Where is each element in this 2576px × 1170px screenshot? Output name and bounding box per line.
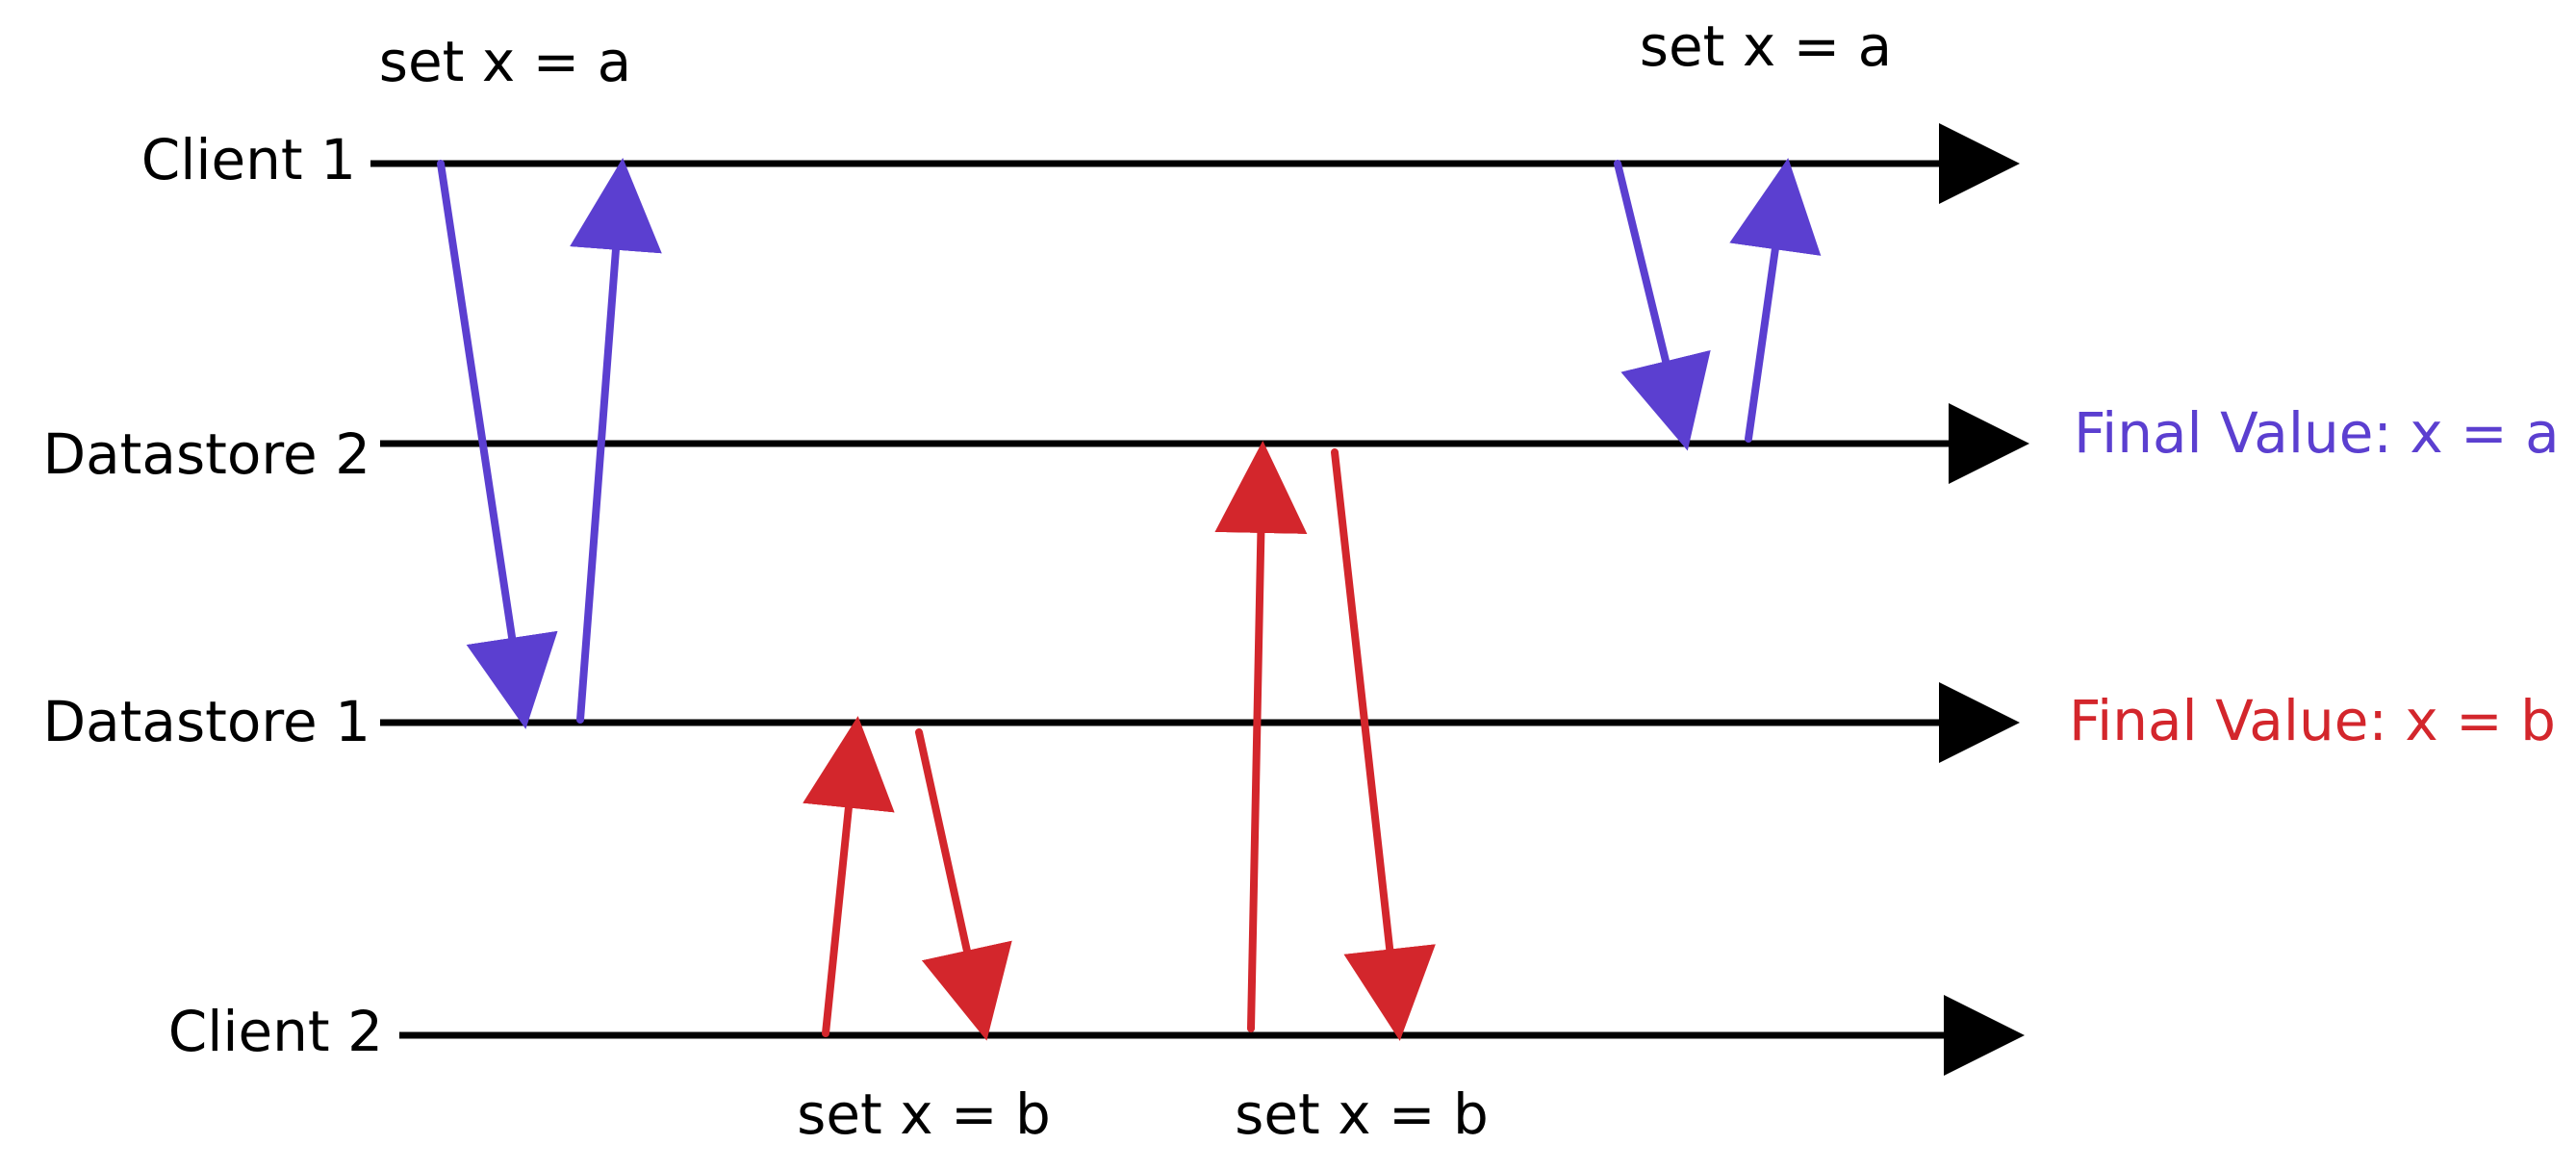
client2-to-datastore1-request-arrow — [803, 716, 895, 1037]
final-value-labels: Final Value: x = a Final Value: x = b — [2069, 400, 2560, 753]
client2-to-datastore2-request-arrow — [1214, 441, 1308, 1032]
datastore2-to-client2-ack-arrow — [1331, 448, 1436, 1041]
client2-operation-1: set x = b — [797, 1081, 1051, 1147]
datastore2-final-value: Final Value: x = a — [2074, 400, 2560, 466]
client1-operation-2: set x = a — [1640, 13, 1892, 79]
datastore1-final-value: Final Value: x = b — [2069, 688, 2556, 753]
datastore2-label: Datastore 2 — [42, 421, 370, 487]
timeline-labels: Client 1 Datastore 2 Datastore 1 Client … — [42, 127, 383, 1064]
client1-to-datastore2-request-arrow — [1614, 160, 1711, 451]
client1-message-arrows — [437, 158, 1822, 729]
client1-to-datastore1-request-arrow — [437, 160, 558, 729]
datastore1-to-client1-ack-arrow — [570, 158, 662, 724]
operation-labels: set x = a set x = a set x = b set x = b — [379, 13, 1892, 1147]
datastore2-to-client1-ack-arrow — [1729, 158, 1822, 443]
client2-operation-2: set x = b — [1235, 1081, 1489, 1147]
client1-label: Client 1 — [141, 127, 356, 192]
datastore1-to-client2-ack-arrow — [915, 728, 1012, 1041]
client2-message-arrows — [803, 441, 1436, 1041]
datastore1-label: Datastore 1 — [42, 689, 370, 754]
client2-label: Client 2 — [168, 999, 383, 1064]
client1-operation-1: set x = a — [379, 29, 631, 94]
